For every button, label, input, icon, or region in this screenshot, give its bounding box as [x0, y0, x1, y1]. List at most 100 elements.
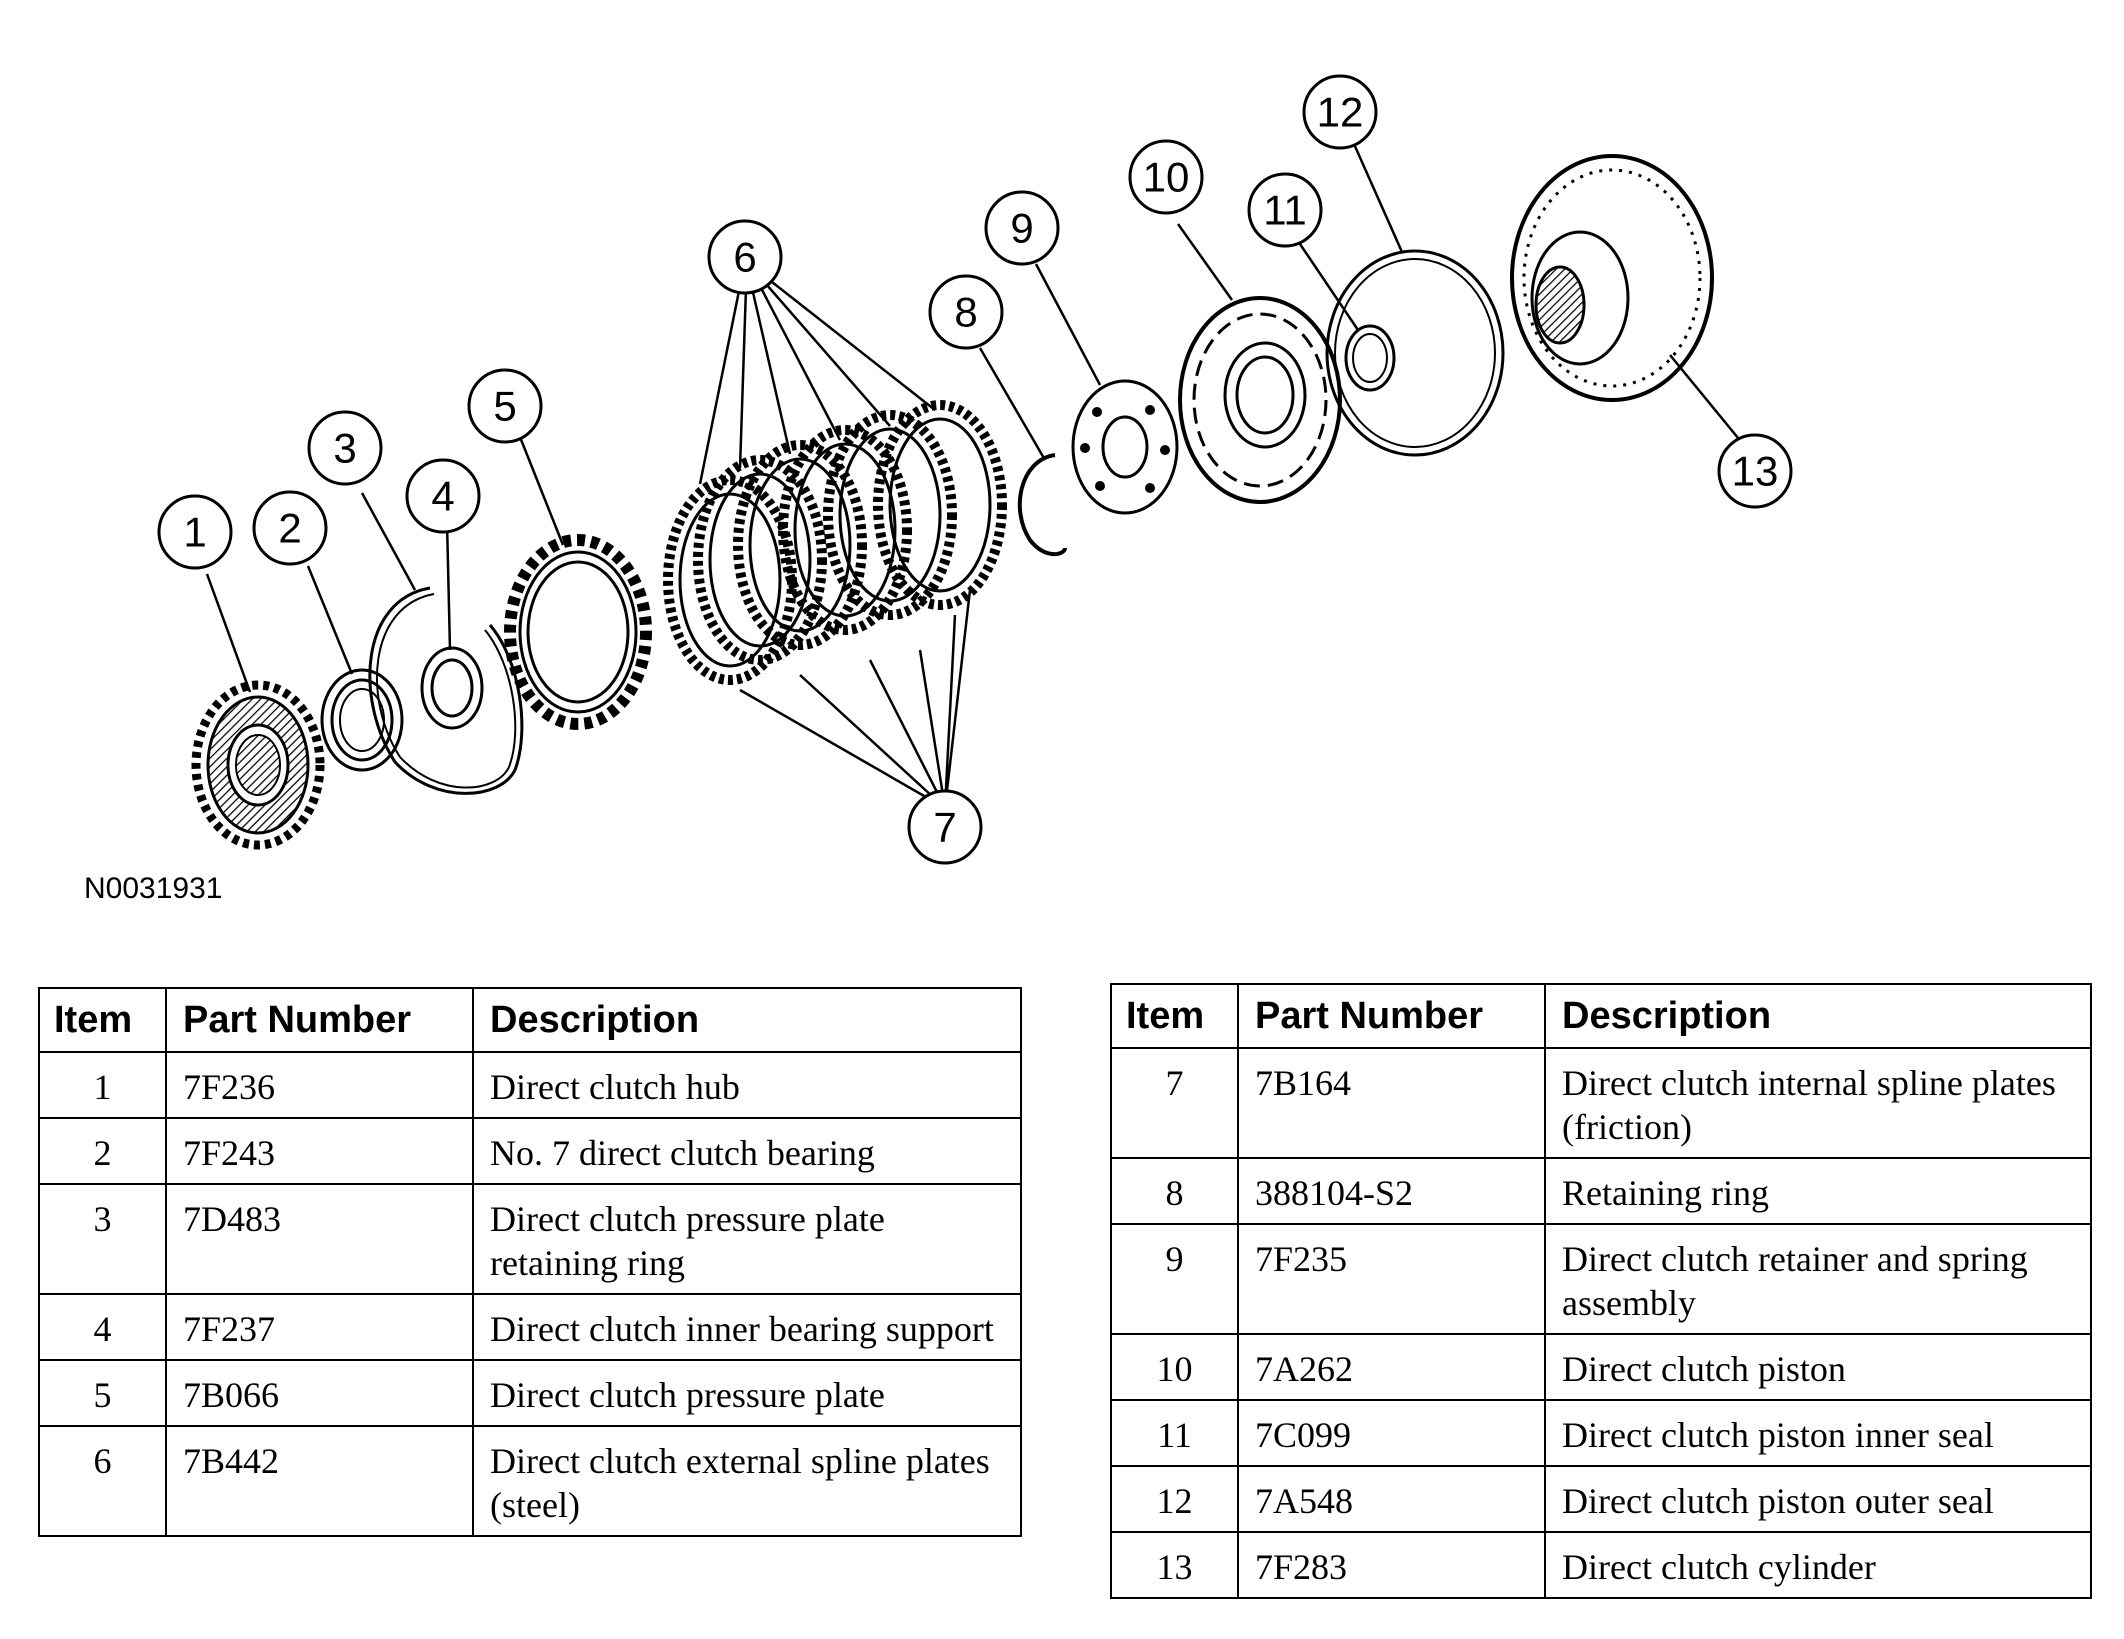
description-cell: Direct clutch hub: [472, 1051, 1022, 1119]
parts-table-right: Item Part Number Description 7 7B164 Dir…: [1110, 983, 2092, 1599]
description-cell: Direct clutch pressure plate retaining r…: [472, 1183, 1022, 1295]
item-cell: 4: [38, 1293, 167, 1361]
part-number-cell: 7F243: [165, 1117, 474, 1185]
description-cell: Direct clutch pressure plate: [472, 1359, 1022, 1427]
no7-bearing-part: [320, 668, 404, 772]
table-header-row: Item Part Number Description: [38, 987, 1022, 1053]
callout-4: 4: [405, 458, 481, 534]
part-number-cell: 7B442: [165, 1425, 474, 1537]
item-cell: 5: [38, 1359, 167, 1427]
piston-part: [1178, 296, 1342, 504]
callout-5: 5: [467, 368, 543, 444]
table-row: 3 7D483 Direct clutch pressure plate ret…: [38, 1183, 1022, 1295]
callout-11: 11: [1247, 172, 1323, 248]
item-cell: 1: [38, 1051, 167, 1119]
callout-13: 13: [1717, 433, 1793, 509]
direct-clutch-hub-part: [191, 680, 325, 850]
clutch-plate-stack-part: [663, 400, 1007, 685]
item-cell: 10: [1110, 1333, 1239, 1401]
header-item: Item: [38, 987, 167, 1053]
part-number-cell: 7B164: [1237, 1047, 1546, 1159]
retaining-ring-part: [1017, 453, 1067, 557]
callout-1: 1: [157, 494, 233, 570]
description-cell: Direct clutch piston: [1544, 1333, 2092, 1401]
part-number-cell: 7C099: [1237, 1399, 1546, 1467]
callout-2: 2: [252, 490, 328, 566]
item-cell: 3: [38, 1183, 167, 1295]
exploded-view-diagram: 1 2 3 4 5 6 7 8 9 10 11 12: [157, 74, 1793, 865]
table-row: 6 7B442 Direct clutch external spline pl…: [38, 1425, 1022, 1537]
part-number-cell: 7F235: [1237, 1223, 1546, 1335]
table-row: 7 7B164 Direct clutch internal spline pl…: [1110, 1047, 2092, 1159]
svg-text:8: 8: [954, 289, 977, 336]
header-description: Description: [1544, 983, 2092, 1049]
table-row: 10 7A262 Direct clutch piston: [1110, 1333, 2092, 1401]
callout-9: 9: [984, 190, 1060, 266]
item-cell: 6: [38, 1425, 167, 1537]
description-cell: Direct clutch retainer and spring assemb…: [1544, 1223, 2092, 1335]
table-row: 8 388104-S2 Retaining ring: [1110, 1157, 2092, 1225]
table-row: 4 7F237 Direct clutch inner bearing supp…: [38, 1293, 1022, 1361]
table-row: 12 7A548 Direct clutch piston outer seal: [1110, 1465, 2092, 1533]
header-part-number: Part Number: [1237, 983, 1546, 1049]
svg-text:1: 1: [183, 509, 206, 556]
header-description: Description: [472, 987, 1022, 1053]
description-cell: Direct clutch cylinder: [1544, 1531, 2092, 1599]
leader-lines: [205, 143, 1753, 810]
table-row: 13 7F283 Direct clutch cylinder: [1110, 1531, 2092, 1599]
item-cell: 9: [1110, 1223, 1239, 1335]
parts-table-left: Item Part Number Description 1 7F236 Dir…: [38, 987, 1022, 1537]
header-item: Item: [1110, 983, 1239, 1049]
svg-text:11: 11: [1263, 187, 1307, 234]
description-cell: Direct clutch external spline plates (st…: [472, 1425, 1022, 1537]
callout-12: 12: [1302, 74, 1378, 150]
callout-6: 6: [707, 219, 783, 295]
svg-text:13: 13: [1732, 448, 1779, 495]
svg-text:5: 5: [493, 383, 516, 430]
item-cell: 11: [1110, 1399, 1239, 1467]
part-number-cell: 7F236: [165, 1051, 474, 1119]
part-number-cell: 7D483: [165, 1183, 474, 1295]
callout-7: 7: [907, 789, 983, 865]
retainer-spring-assembly-part: [1071, 379, 1179, 515]
table-row: 9 7F235 Direct clutch retainer and sprin…: [1110, 1223, 2092, 1335]
table-row: 5 7B066 Direct clutch pressure plate: [38, 1359, 1022, 1427]
svg-text:6: 6: [733, 234, 756, 281]
part-number-cell: 7F237: [165, 1293, 474, 1361]
clutch-cylinder-part: [1510, 154, 1714, 402]
callout-10: 10: [1128, 139, 1204, 215]
part-number-cell: 7B066: [165, 1359, 474, 1427]
svg-text:12: 12: [1317, 89, 1364, 136]
part-number-cell: 7F283: [1237, 1531, 1546, 1599]
svg-text:9: 9: [1010, 205, 1033, 252]
item-cell: 8: [1110, 1157, 1239, 1225]
description-cell: Direct clutch piston inner seal: [1544, 1399, 2092, 1467]
table-row: 2 7F243 No. 7 direct clutch bearing: [38, 1117, 1022, 1185]
callout-3: 3: [307, 410, 383, 486]
part-number-cell: 388104-S2: [1237, 1157, 1546, 1225]
item-cell: 13: [1110, 1531, 1239, 1599]
figure-id: N0031931: [84, 872, 223, 905]
part-number-cell: 7A262: [1237, 1333, 1546, 1401]
svg-text:7: 7: [933, 804, 956, 851]
svg-text:10: 10: [1143, 154, 1190, 201]
inner-bearing-support-part: [420, 646, 484, 730]
table-header-row: Item Part Number Description: [1110, 983, 2092, 1049]
description-cell: Direct clutch inner bearing support: [472, 1293, 1022, 1361]
table-row: 11 7C099 Direct clutch piston inner seal: [1110, 1399, 2092, 1467]
svg-text:2: 2: [278, 505, 301, 552]
description-cell: Retaining ring: [1544, 1157, 2092, 1225]
pressure-plate-part: [504, 534, 652, 730]
header-part-number: Part Number: [165, 987, 474, 1053]
callout-8: 8: [928, 274, 1004, 350]
pressure-plate-retaining-ring-part: [368, 586, 524, 795]
piston-outer-seal-part: [1325, 249, 1505, 457]
item-cell: 7: [1110, 1047, 1239, 1159]
item-cell: 12: [1110, 1465, 1239, 1533]
svg-text:4: 4: [431, 473, 454, 520]
part-number-cell: 7A548: [1237, 1465, 1546, 1533]
description-cell: Direct clutch piston outer seal: [1544, 1465, 2092, 1533]
piston-inner-seal-part: [1344, 324, 1396, 392]
description-cell: No. 7 direct clutch bearing: [472, 1117, 1022, 1185]
table-row: 1 7F236 Direct clutch hub: [38, 1051, 1022, 1119]
